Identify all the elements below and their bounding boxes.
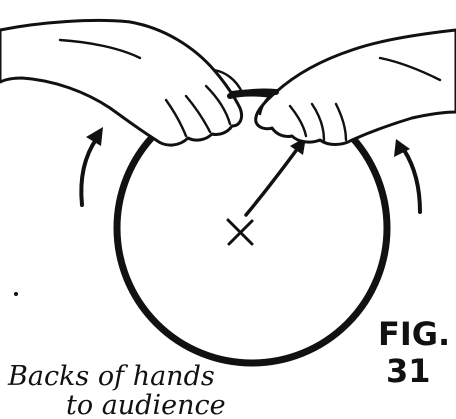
right-curved-arrow: [394, 139, 420, 212]
left-hand-icon: [0, 20, 242, 145]
caption-line-2: to audience: [66, 390, 226, 419]
caption-line-1: Backs of hands: [7, 361, 215, 392]
arrow-up-right-icon: [246, 137, 306, 215]
left-curved-arrow: [81, 127, 103, 205]
figure-label: FIG.: [378, 315, 450, 353]
x-mark-icon: [228, 220, 252, 244]
ink-speck: [14, 292, 18, 296]
right-hand-icon: [256, 30, 456, 145]
figure-number: 31: [386, 352, 431, 390]
